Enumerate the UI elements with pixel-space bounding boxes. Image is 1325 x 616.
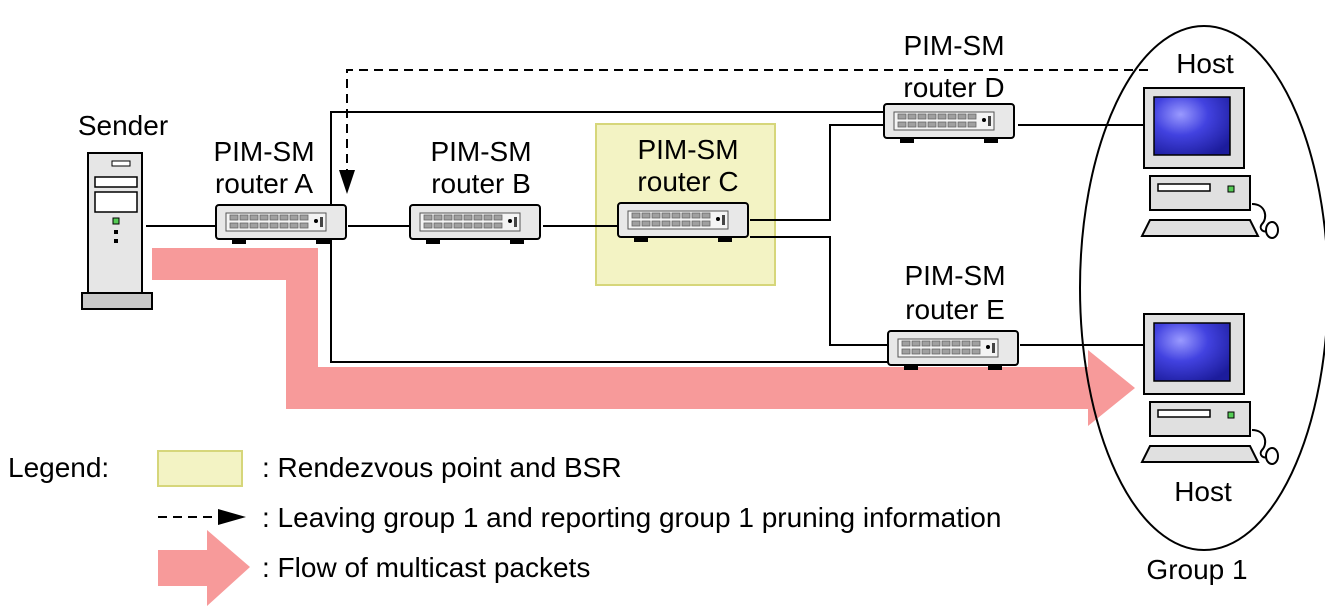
multicast-flow-arrow xyxy=(152,248,1135,426)
host-top-label: Host xyxy=(1176,48,1234,79)
router-e-label-line1: PIM-SM xyxy=(904,260,1006,291)
host-top-icon xyxy=(1141,87,1279,239)
sender-label: Sender xyxy=(77,110,169,141)
legend-rp-text: : Rendezvous point and BSR xyxy=(262,452,622,483)
legend-pruning-arrow xyxy=(158,509,246,525)
sender-server-icon xyxy=(81,152,153,310)
router-a-label-line2: router A xyxy=(214,168,314,199)
group-1-boundary xyxy=(1079,25,1325,551)
host-bottom-icon xyxy=(1141,313,1279,465)
router-a-label-line1: PIM-SM xyxy=(213,136,315,167)
router-c-icon xyxy=(617,202,749,243)
router-b-icon xyxy=(409,204,541,245)
legend-pruning-text: : Leaving group 1 and reporting group 1 … xyxy=(262,502,1002,533)
legend-title: Legend: xyxy=(8,452,110,483)
legend-flow-arrow xyxy=(158,530,250,606)
router-d-label-line2: router D xyxy=(903,72,1005,103)
legend-flow-text: : Flow of multicast packets xyxy=(262,552,591,583)
router-b-label-line2: router B xyxy=(431,168,531,199)
router-a-icon xyxy=(215,204,347,245)
legend-rp-swatch xyxy=(157,450,243,487)
router-c-label-line1: PIM-SM xyxy=(637,134,739,165)
host-bottom-label: Host xyxy=(1174,476,1232,507)
router-d-label-line1: PIM-SM xyxy=(903,30,1005,61)
router-c-label-line2: router C xyxy=(637,166,739,197)
router-e-icon xyxy=(887,330,1019,371)
router-e-label-line2: router E xyxy=(905,294,1005,325)
router-d-icon xyxy=(883,103,1015,144)
group-1-label: Group 1 xyxy=(1146,554,1248,585)
router-b-label-line1: PIM-SM xyxy=(430,136,532,167)
pruning-report-path xyxy=(339,69,1148,194)
